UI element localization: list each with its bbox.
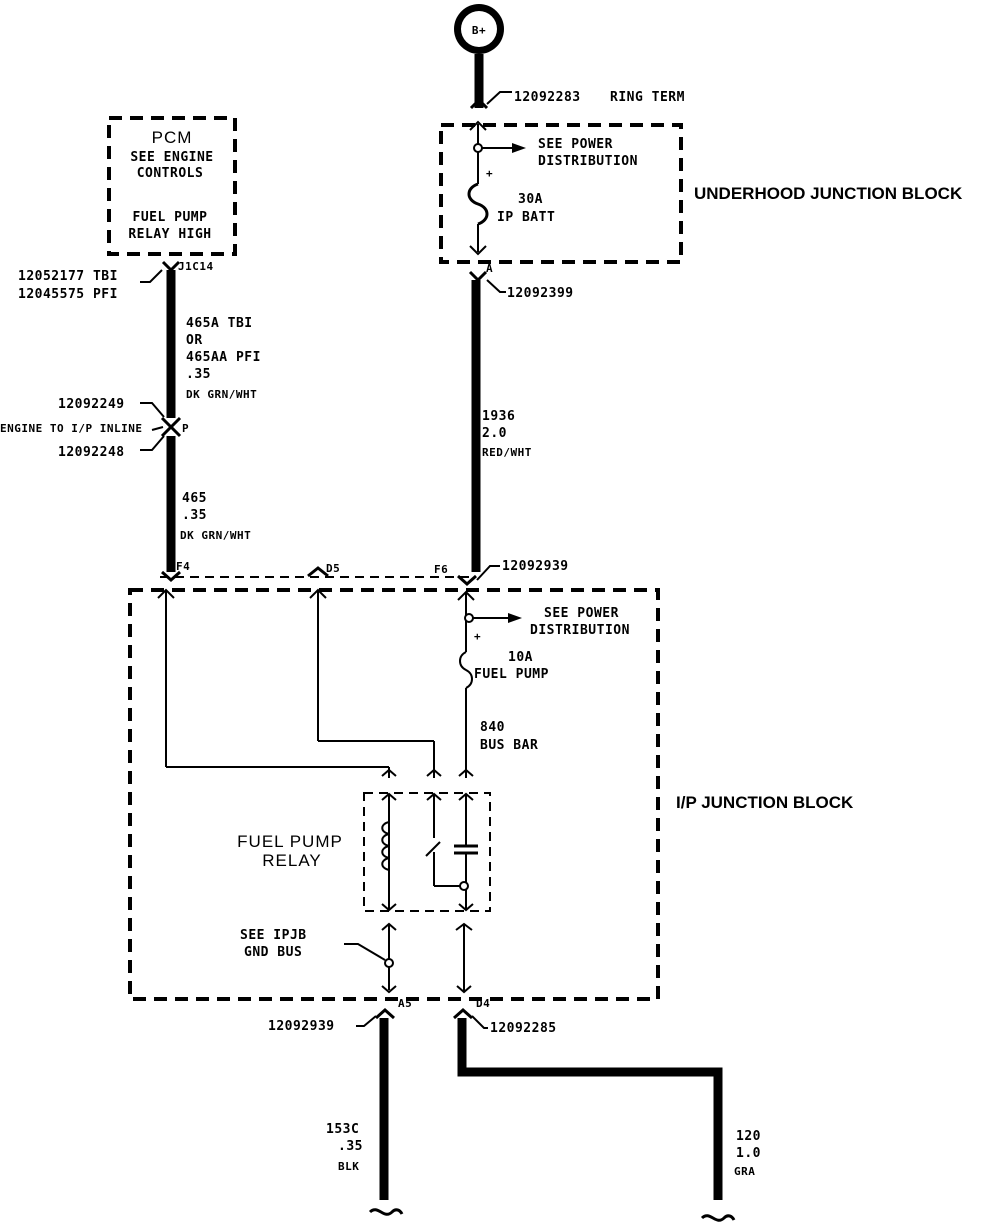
wire-465a-line-2: OR bbox=[186, 333, 203, 348]
relay-label-line-2: RELAY bbox=[262, 851, 322, 870]
ip-terminal-f6: F6 bbox=[434, 563, 448, 576]
fuel-pump-relay-outline bbox=[363, 792, 491, 912]
d5-connector-mark bbox=[307, 566, 329, 578]
bus-bar-label: BUS BAR bbox=[480, 738, 538, 753]
relay-contact bbox=[454, 792, 478, 912]
ip-fuse-name: FUEL PUMP bbox=[474, 667, 549, 682]
wire-120-circuit: 120 bbox=[736, 1129, 761, 1144]
wire-465-circuit: 465 bbox=[182, 491, 207, 506]
terminal-a5: A5 bbox=[398, 997, 412, 1010]
wire-465a-line-4: .35 bbox=[186, 367, 211, 382]
d4-connector-mark bbox=[453, 1007, 473, 1020]
underhood-fuse-name: IP BATT bbox=[497, 210, 555, 225]
pcm-terminal: J1C14 bbox=[178, 260, 214, 273]
inline-part-top: 12092249 bbox=[58, 397, 125, 412]
pcm-connector-pfi: 12045575 PFI bbox=[18, 287, 118, 302]
relay-output-path bbox=[455, 922, 473, 994]
a5-connector-part: 12092939 bbox=[268, 1019, 335, 1034]
wire-465-gauge: .35 bbox=[182, 508, 207, 523]
gnd-line-2: GND BUS bbox=[244, 945, 302, 960]
f4-connector-mark bbox=[161, 570, 181, 583]
underhood-fuse-circuit: + bbox=[467, 120, 526, 256]
inline-label: ENGINE TO I/P INLINE bbox=[0, 422, 142, 435]
underhood-connector-leader bbox=[486, 279, 506, 293]
wire-465-color: DK GRN/WHT bbox=[180, 529, 251, 542]
wire-120-color: GRA bbox=[734, 1165, 755, 1178]
battery-positive-label: B+ bbox=[472, 24, 486, 37]
underhood-fuse-rating: 30A bbox=[518, 192, 543, 207]
pcm-fuel-pump: FUEL PUMP bbox=[133, 210, 208, 225]
wire-153c-circuit: 153C bbox=[326, 1122, 359, 1137]
ring-term-connector-mark bbox=[469, 97, 489, 110]
wire-465a-line-5: DK GRN/WHT bbox=[186, 388, 257, 401]
a5-connector-mark bbox=[375, 1007, 395, 1020]
relay-coil bbox=[381, 792, 397, 912]
ring-term-leader bbox=[486, 91, 512, 105]
f6-connector-leader bbox=[476, 565, 500, 581]
ring-term-part-number: 12092283 bbox=[514, 90, 581, 105]
d4-connector-leader bbox=[471, 1015, 488, 1029]
ring-term-label: RING TERM bbox=[610, 90, 685, 105]
ip-terminal-d5: D5 bbox=[326, 562, 340, 575]
pcm-title: PCM bbox=[152, 128, 193, 147]
wire-1936-gauge: 2.0 bbox=[482, 426, 507, 441]
ip-fuse-rating: 10A bbox=[508, 650, 533, 665]
ip-plus-sign: + bbox=[474, 630, 481, 643]
underhood-terminal-a: A bbox=[486, 262, 493, 275]
underhood-see-power-line-2: DISTRIBUTION bbox=[538, 154, 638, 169]
ip-top-connector-part: 12092939 bbox=[502, 559, 569, 574]
ip-fuse-circuit: + bbox=[457, 590, 522, 778]
inline-part-bottom: 12092248 bbox=[58, 445, 125, 460]
wire-120 bbox=[457, 1018, 723, 1200]
gnd-line-1: SEE IPJB bbox=[240, 928, 307, 943]
wire-1936-color: RED/WHT bbox=[482, 446, 532, 459]
battery-positive-terminal: B+ bbox=[454, 4, 504, 54]
wire-465a-line-3: 465AA PFI bbox=[186, 350, 261, 365]
bus-bar-number: 840 bbox=[480, 720, 505, 735]
relay-switch-feed bbox=[309, 588, 442, 778]
inline-pin: P bbox=[182, 422, 189, 435]
relay-coil-feed bbox=[157, 588, 397, 778]
wire-153c-gauge: .35 bbox=[338, 1139, 363, 1154]
ip-junction-block-outline bbox=[128, 588, 660, 1001]
ip-terminal-f4: F4 bbox=[176, 560, 190, 573]
relay-switch bbox=[425, 792, 460, 887]
relay-label-line-1: FUEL PUMP bbox=[237, 832, 343, 851]
wire-1936-circuit: 1936 bbox=[482, 409, 515, 424]
pcm-connector-tbi: 12052177 TBI bbox=[18, 269, 118, 284]
underhood-see-power-line-1: SEE POWER bbox=[538, 137, 613, 152]
underhood-plus-sign: + bbox=[486, 167, 493, 180]
wire-465a-line-1: 465A TBI bbox=[186, 316, 253, 331]
pcm-see-engine: SEE ENGINE bbox=[130, 150, 213, 165]
underhood-output-connector-mark bbox=[468, 270, 488, 283]
engine-ip-inline-connector: P bbox=[140, 402, 189, 451]
pcm-relay-high: RELAY HIGH bbox=[128, 227, 211, 242]
ip-junction-block-label: I/P JUNCTION BLOCK bbox=[676, 793, 854, 812]
pcm-connector-leader bbox=[140, 269, 163, 283]
relay-ground-path bbox=[344, 922, 397, 994]
wire-153c-color: BLK bbox=[338, 1160, 359, 1173]
underhood-connector-part: 12092399 bbox=[507, 286, 574, 301]
pcm-controls: CONTROLS bbox=[137, 166, 204, 181]
d4-connector-part: 12092285 bbox=[490, 1021, 557, 1036]
pcm-connector-mark bbox=[161, 260, 181, 273]
pcm-box-outline bbox=[107, 116, 237, 256]
ip-see-power-line-2: DISTRIBUTION bbox=[530, 623, 630, 638]
terminal-d4: D4 bbox=[476, 997, 490, 1010]
f6-connector-mark bbox=[457, 574, 477, 587]
wire-120-gauge: 1.0 bbox=[736, 1146, 761, 1161]
wire-153c-break-mark bbox=[368, 1208, 404, 1216]
a5-connector-leader bbox=[356, 1015, 377, 1027]
underhood-junction-block-label: UNDERHOOD JUNCTION BLOCK bbox=[694, 184, 963, 203]
ip-see-power-line-1: SEE POWER bbox=[544, 606, 619, 621]
wire-120-break-mark bbox=[700, 1214, 736, 1222]
